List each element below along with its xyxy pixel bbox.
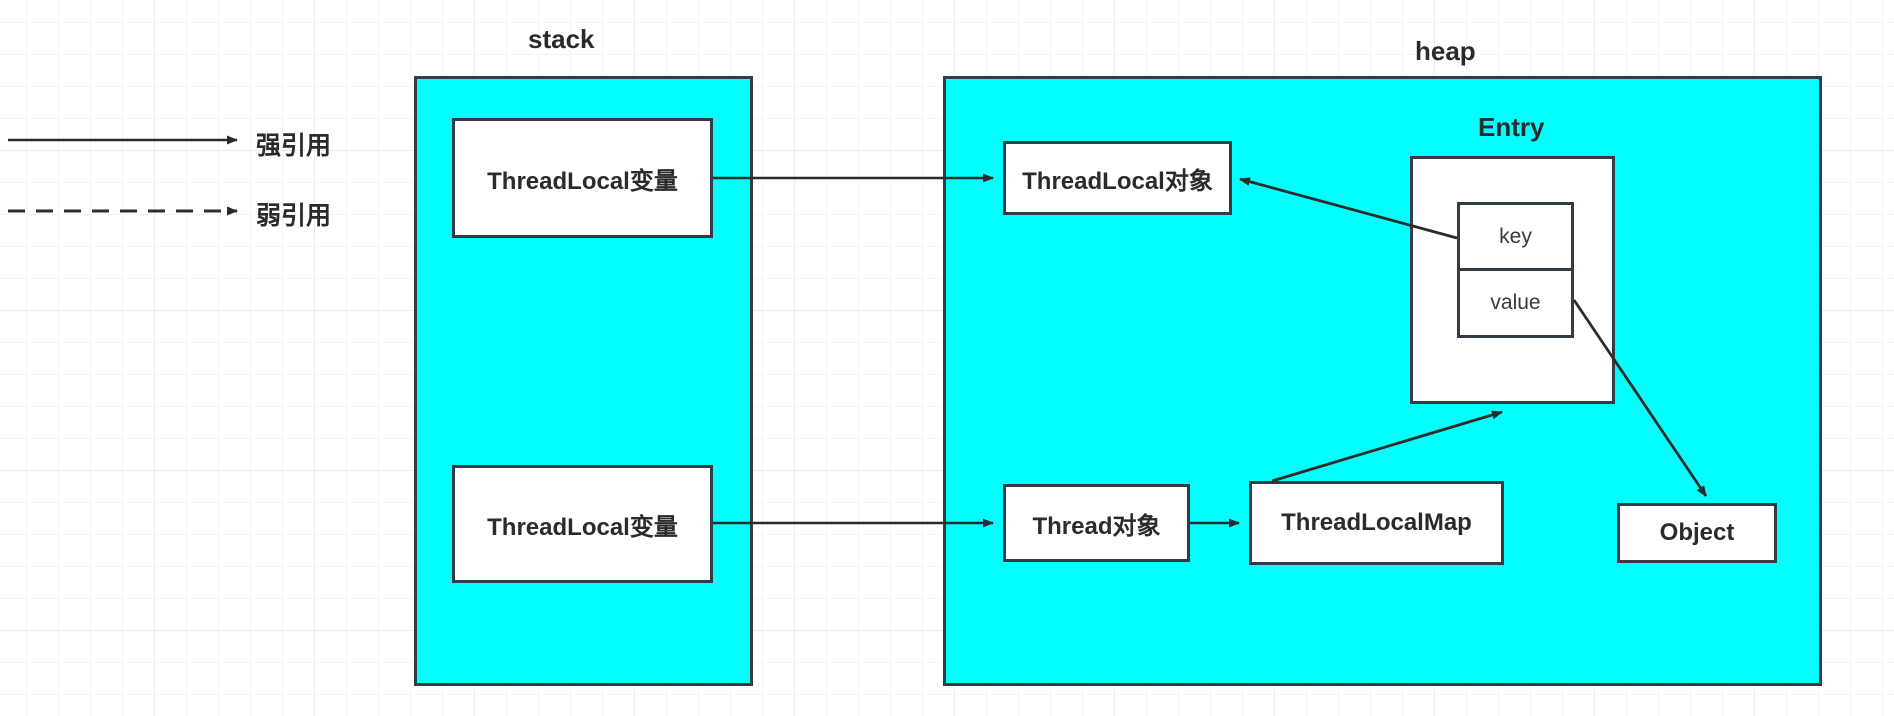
node-threadlocal-variable-top: ThreadLocal变量 xyxy=(452,118,713,238)
node-thread-object: Thread对象 xyxy=(1003,484,1190,562)
legend-label-strong-reference: 强引用 xyxy=(256,132,332,160)
entry-slot-key: key xyxy=(1457,202,1574,271)
legend-label-weak-reference: 弱引用 xyxy=(256,202,332,230)
node-label: ThreadLocalMap xyxy=(1281,509,1472,536)
entry-slot-value-label: value xyxy=(1490,291,1541,314)
node-label: Object xyxy=(1659,519,1735,546)
region-heap-label: heap xyxy=(1415,36,1476,66)
node-threadlocal-object: ThreadLocal对象 xyxy=(1003,141,1232,215)
node-threadlocal-variable-bottom: ThreadLocal变量 xyxy=(452,465,713,583)
node-label: ThreadLocal变量 xyxy=(487,513,678,541)
node-label: ThreadLocal对象 xyxy=(1022,167,1213,195)
node-label: ThreadLocal变量 xyxy=(487,167,678,195)
entry-group-label: Entry xyxy=(1478,112,1545,142)
region-stack-label: stack xyxy=(528,24,595,54)
node-label: Thread对象 xyxy=(1032,512,1161,540)
entry-slot-value: value xyxy=(1457,268,1574,338)
entry-slot-key-label: key xyxy=(1499,224,1532,248)
node-threadlocalmap: ThreadLocalMap xyxy=(1249,481,1504,565)
node-object: Object xyxy=(1617,503,1777,563)
